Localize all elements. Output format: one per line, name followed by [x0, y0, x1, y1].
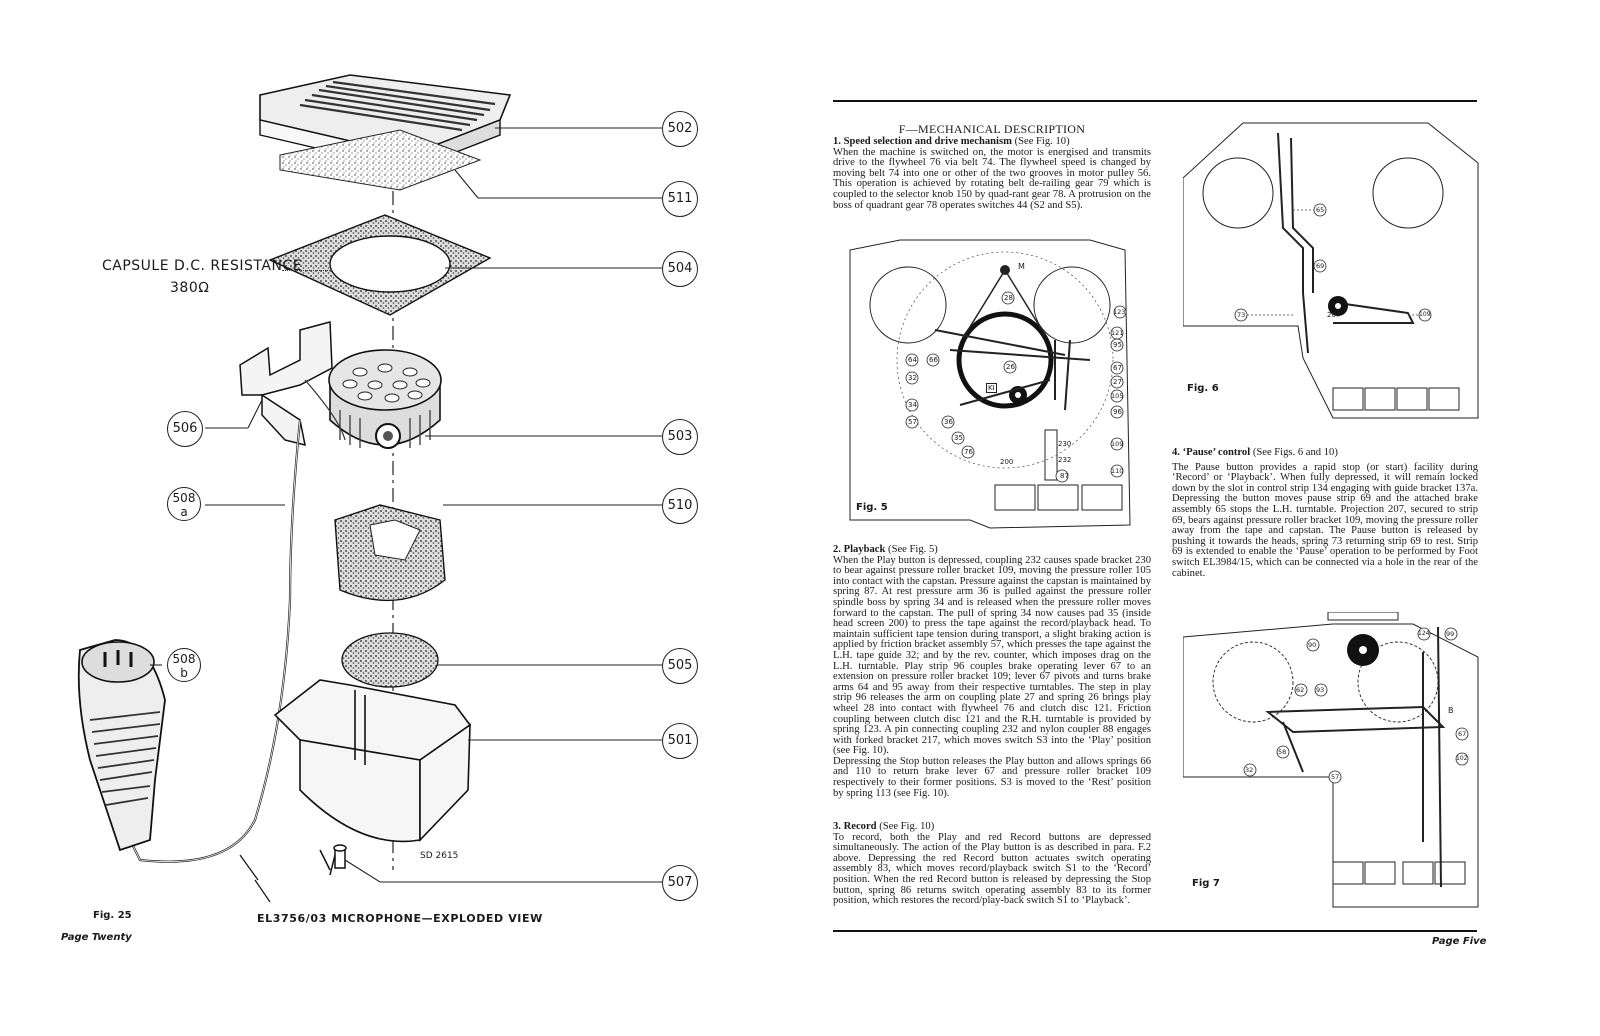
microphone-exploded-view-drawing: [77, 74, 662, 903]
para-4-pause-control: 4. ‘Pause’ control (See Figs. 6 and 10) …: [1172, 447, 1478, 579]
fig-6-label-207: 207: [1327, 311, 1341, 319]
fig-5-label-34: 34: [908, 401, 917, 409]
fig-25-number: Fig. 25: [93, 910, 132, 921]
fig-5-label-m: M: [1018, 262, 1025, 271]
section-title: F—MECHANICAL DESCRIPTION: [898, 122, 1086, 136]
fig-7-label-90: 90: [1308, 641, 1317, 649]
fig-7-label-b: B: [1448, 706, 1454, 715]
callout-503: 503: [662, 419, 698, 455]
callout-511: 511: [662, 181, 698, 217]
fig-6-caption: Fig. 6: [1187, 383, 1219, 394]
fig-5-label-67: 67: [1113, 364, 1122, 372]
fig-6-drawing: [1183, 122, 1479, 419]
foam-cup-part: [334, 504, 446, 602]
fig-5-label-ki: KI: [986, 383, 997, 393]
callout-504: 504: [662, 251, 698, 287]
fig-5-label-66: 66: [929, 356, 938, 364]
capsule-part: [328, 349, 442, 449]
foam-disc-part: [341, 632, 439, 688]
callout-510: 510: [662, 488, 698, 524]
fig-5-label-35: 35: [954, 434, 963, 442]
fig-6-label-65: 65: [1316, 206, 1325, 214]
fig-5-drawing: [849, 239, 1131, 529]
fig-7-label-62: 62: [1296, 686, 1305, 694]
fig-5-label-26: 26: [1006, 363, 1015, 371]
fig-5-label-96: 96: [1113, 408, 1122, 416]
bottom-rule: [833, 930, 1477, 932]
fig-5-label-110: 110: [1111, 467, 1124, 475]
drawing-code: SD 2615: [420, 851, 459, 861]
fig-6-label-109: 109: [1419, 311, 1431, 318]
fig-7-label-99: 99: [1446, 630, 1455, 638]
fig-5-caption: Fig. 5: [856, 502, 888, 513]
fig-7-label-67: 67: [1458, 730, 1467, 738]
fig-7-label-32: 32: [1245, 766, 1254, 774]
fig-7-label-102: 102: [1456, 755, 1468, 762]
housing-case-part: [273, 679, 472, 843]
gasket-ring-part: [268, 214, 492, 316]
fig-5-label-121: 121: [1111, 329, 1124, 337]
right-page-number: Page Five: [1432, 936, 1487, 947]
fig-5-label-230: 230: [1058, 440, 1072, 448]
fig-7-label-58: 58: [1278, 748, 1287, 756]
capsule-resistance-label: CAPSULE D.C. RESISTANCE: [102, 258, 303, 274]
fig-5-label-232: 232: [1058, 456, 1072, 464]
fig-6-label-73: 73: [1237, 311, 1246, 319]
fig-5-label-27: 27: [1113, 378, 1122, 386]
capsule-resistance-value: 380Ω: [170, 280, 210, 296]
din-plug-part: [77, 639, 166, 852]
callout-501: 501: [662, 723, 698, 759]
fig-7-drawing: [1183, 612, 1479, 908]
top-rule: [833, 100, 1477, 102]
callout-502: 502: [662, 111, 698, 147]
capsule-label-underline: [282, 270, 332, 271]
fig-5-label-64: 64: [908, 356, 917, 364]
fig-6-label-69: 69: [1316, 262, 1325, 270]
para-1-speed-selection: 1. Speed selection and drive mechanism (…: [833, 136, 1151, 211]
left-page-number: Page Twenty: [61, 932, 132, 943]
fig-5-label-32: 32: [908, 374, 917, 382]
fig-7-label-124: 124: [1418, 630, 1430, 637]
fig-5-label-95: 95: [1113, 341, 1122, 349]
fig-5-label-123: 123: [1113, 308, 1126, 316]
fig-7-caption: Fig 7: [1192, 878, 1220, 889]
fig-5-label-57: 57: [908, 418, 917, 426]
callout-506: 506: [167, 411, 203, 447]
fig-5-label-109: 109: [1111, 440, 1124, 448]
fig-5-label-200: 200: [1000, 458, 1014, 466]
fig-7-label-57: 57: [1331, 773, 1340, 781]
fig-25-title: EL3756/03 MICROPHONE—EXPLODED VIEW: [257, 912, 543, 925]
fig-5-label-105: 105: [1111, 392, 1124, 400]
para-3-record: 3. Record (See Fig. 10) To record, both …: [833, 821, 1151, 907]
para-2-playback: 2. Playback (See Fig. 5) When the Play b…: [833, 544, 1151, 799]
fig-5-label-28: 28: [1004, 294, 1013, 302]
fig-5-label-36: 36: [944, 418, 953, 426]
fig-5-label-76: 76: [964, 448, 973, 456]
callout-507: 507: [662, 865, 698, 901]
fabric-screen-part: [279, 129, 482, 191]
fixing-screw-part: [333, 844, 347, 869]
fig-7-label-93: 93: [1316, 686, 1325, 694]
mounting-bracket-part: [239, 321, 333, 447]
fig-5-label-87: 87: [1060, 472, 1069, 480]
callout-505: 505: [662, 648, 698, 684]
